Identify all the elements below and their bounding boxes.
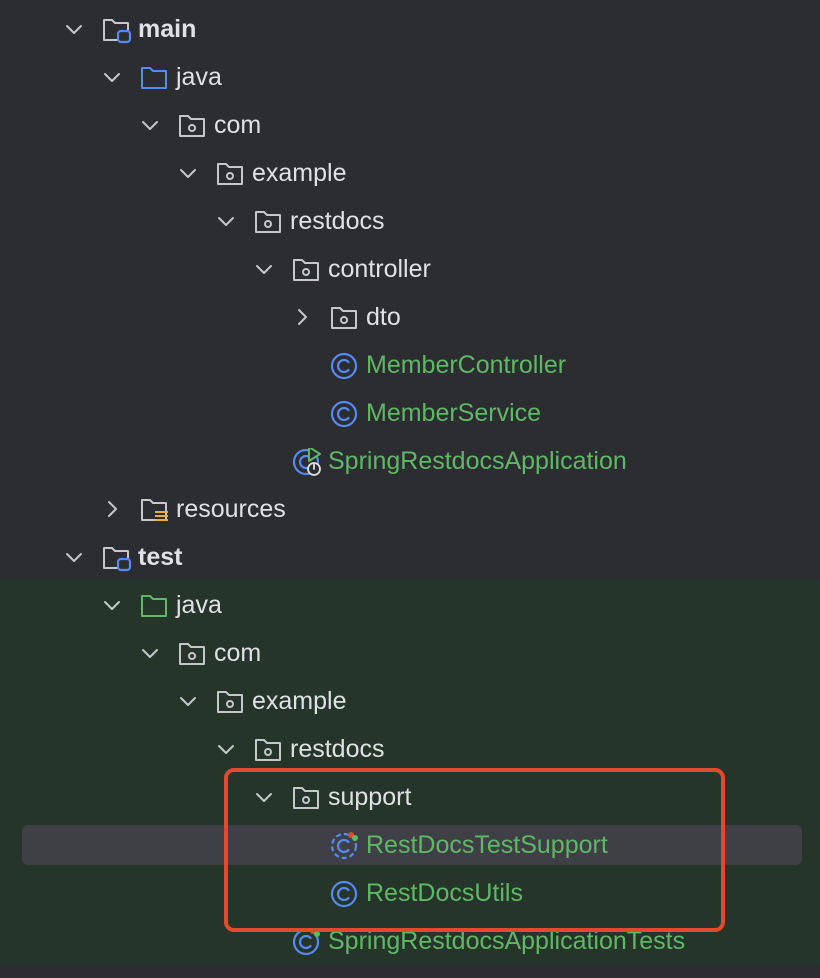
tree-row-rest-docs-utils[interactable]: RestDocsUtils [0, 869, 820, 917]
module-folder-icon [103, 19, 132, 44]
tree-label-test: test [138, 543, 183, 571]
tree-label-resources: resources [176, 495, 286, 523]
tree-label-main: main [138, 15, 197, 43]
tree-label-rest-docs-test-support: RestDocsTestSupport [366, 831, 608, 859]
tree-label-main-com: com [214, 111, 262, 139]
tree-row-test-com[interactable]: com [0, 629, 820, 677]
tree-row-spring-restdocs-application[interactable]: SpringRestdocsApplication [0, 437, 820, 485]
tree-row-test-example[interactable]: example [0, 677, 820, 725]
package-folder-icon [179, 643, 205, 665]
tree-label-main-restdocs: restdocs [290, 207, 385, 235]
package-folder-icon [293, 259, 319, 281]
tree-row-test-restdocs[interactable]: restdocs [0, 725, 820, 773]
chevron-down-icon[interactable] [140, 643, 160, 663]
tree-row-main-java[interactable]: java [0, 53, 820, 101]
test-sources-background [0, 580, 820, 964]
chevron-right-icon[interactable] [102, 499, 122, 519]
chevron-right-icon[interactable] [292, 307, 312, 327]
tree-row-main-restdocs[interactable]: restdocs [0, 197, 820, 245]
package-folder-icon [293, 787, 319, 809]
abstract-class-icon [330, 832, 358, 860]
chevron-down-icon[interactable] [178, 163, 198, 183]
tree-label-spring-restdocs-application: SpringRestdocsApplication [328, 447, 627, 475]
chevron-down-icon[interactable] [216, 211, 236, 231]
tree-row-spring-restdocs-application-tests[interactable]: SpringRestdocsApplicationTests [0, 917, 820, 965]
package-folder-icon [255, 211, 281, 233]
tree-label-spring-restdocs-application-tests: SpringRestdocsApplicationTests [328, 927, 686, 955]
test-source-folder-icon [141, 595, 167, 617]
runnable-class-icon [292, 448, 321, 476]
chevron-down-icon[interactable] [254, 259, 274, 279]
tree-label-controller: controller [328, 255, 431, 283]
tree-row-member-service[interactable]: MemberService [0, 389, 820, 437]
chevron-down-icon[interactable] [64, 19, 84, 39]
chevron-down-icon[interactable] [216, 739, 236, 759]
tree-label-test-example: example [252, 687, 347, 715]
package-folder-icon [217, 691, 243, 713]
source-folder-icon [141, 67, 167, 89]
tree-row-member-controller[interactable]: MemberController [0, 341, 820, 389]
tree-label-main-example: example [252, 159, 347, 187]
chevron-down-icon[interactable] [140, 115, 160, 135]
chevron-down-icon[interactable] [102, 67, 122, 87]
package-folder-icon [255, 739, 281, 761]
chevron-down-icon[interactable] [102, 595, 122, 615]
java-class-icon [330, 352, 358, 380]
tree-row-main[interactable]: main [0, 5, 820, 53]
module-folder-icon [103, 547, 132, 572]
tree-label-main-java: java [176, 63, 222, 91]
tree-label-dto: dto [366, 303, 401, 331]
tree-row-main-com[interactable]: com [0, 101, 820, 149]
java-class-icon [330, 880, 358, 908]
tree-label-test-com: com [214, 639, 262, 667]
tree-row-main-example[interactable]: example [0, 149, 820, 197]
chevron-down-icon[interactable] [64, 547, 84, 567]
bottom-edge [0, 964, 820, 978]
chevron-down-icon[interactable] [254, 787, 274, 807]
tree-row-dto[interactable]: dto [0, 293, 820, 341]
tree-label-member-service: MemberService [366, 399, 542, 427]
tree-label-rest-docs-utils: RestDocsUtils [366, 879, 523, 907]
tree-row-controller[interactable]: controller [0, 245, 820, 293]
tree-row-support[interactable]: support [0, 773, 820, 821]
tree-row-test-java[interactable]: java [0, 581, 820, 629]
test-class-icon [292, 928, 320, 956]
package-folder-icon [217, 163, 243, 185]
tree-label-member-controller: MemberController [366, 351, 567, 379]
chevron-down-icon[interactable] [178, 691, 198, 711]
tree-row-rest-docs-test-support[interactable]: RestDocsTestSupport [0, 821, 820, 869]
tree-label-test-restdocs: restdocs [290, 735, 385, 763]
tree-row-resources[interactable]: resources [0, 485, 820, 533]
tree-label-test-java: java [176, 591, 222, 619]
package-folder-icon [179, 115, 205, 137]
tree-row-test[interactable]: test [0, 533, 820, 581]
tree-label-support: support [328, 783, 412, 811]
resources-folder-icon [141, 499, 168, 521]
package-folder-icon [331, 307, 357, 329]
java-class-icon [330, 400, 358, 428]
